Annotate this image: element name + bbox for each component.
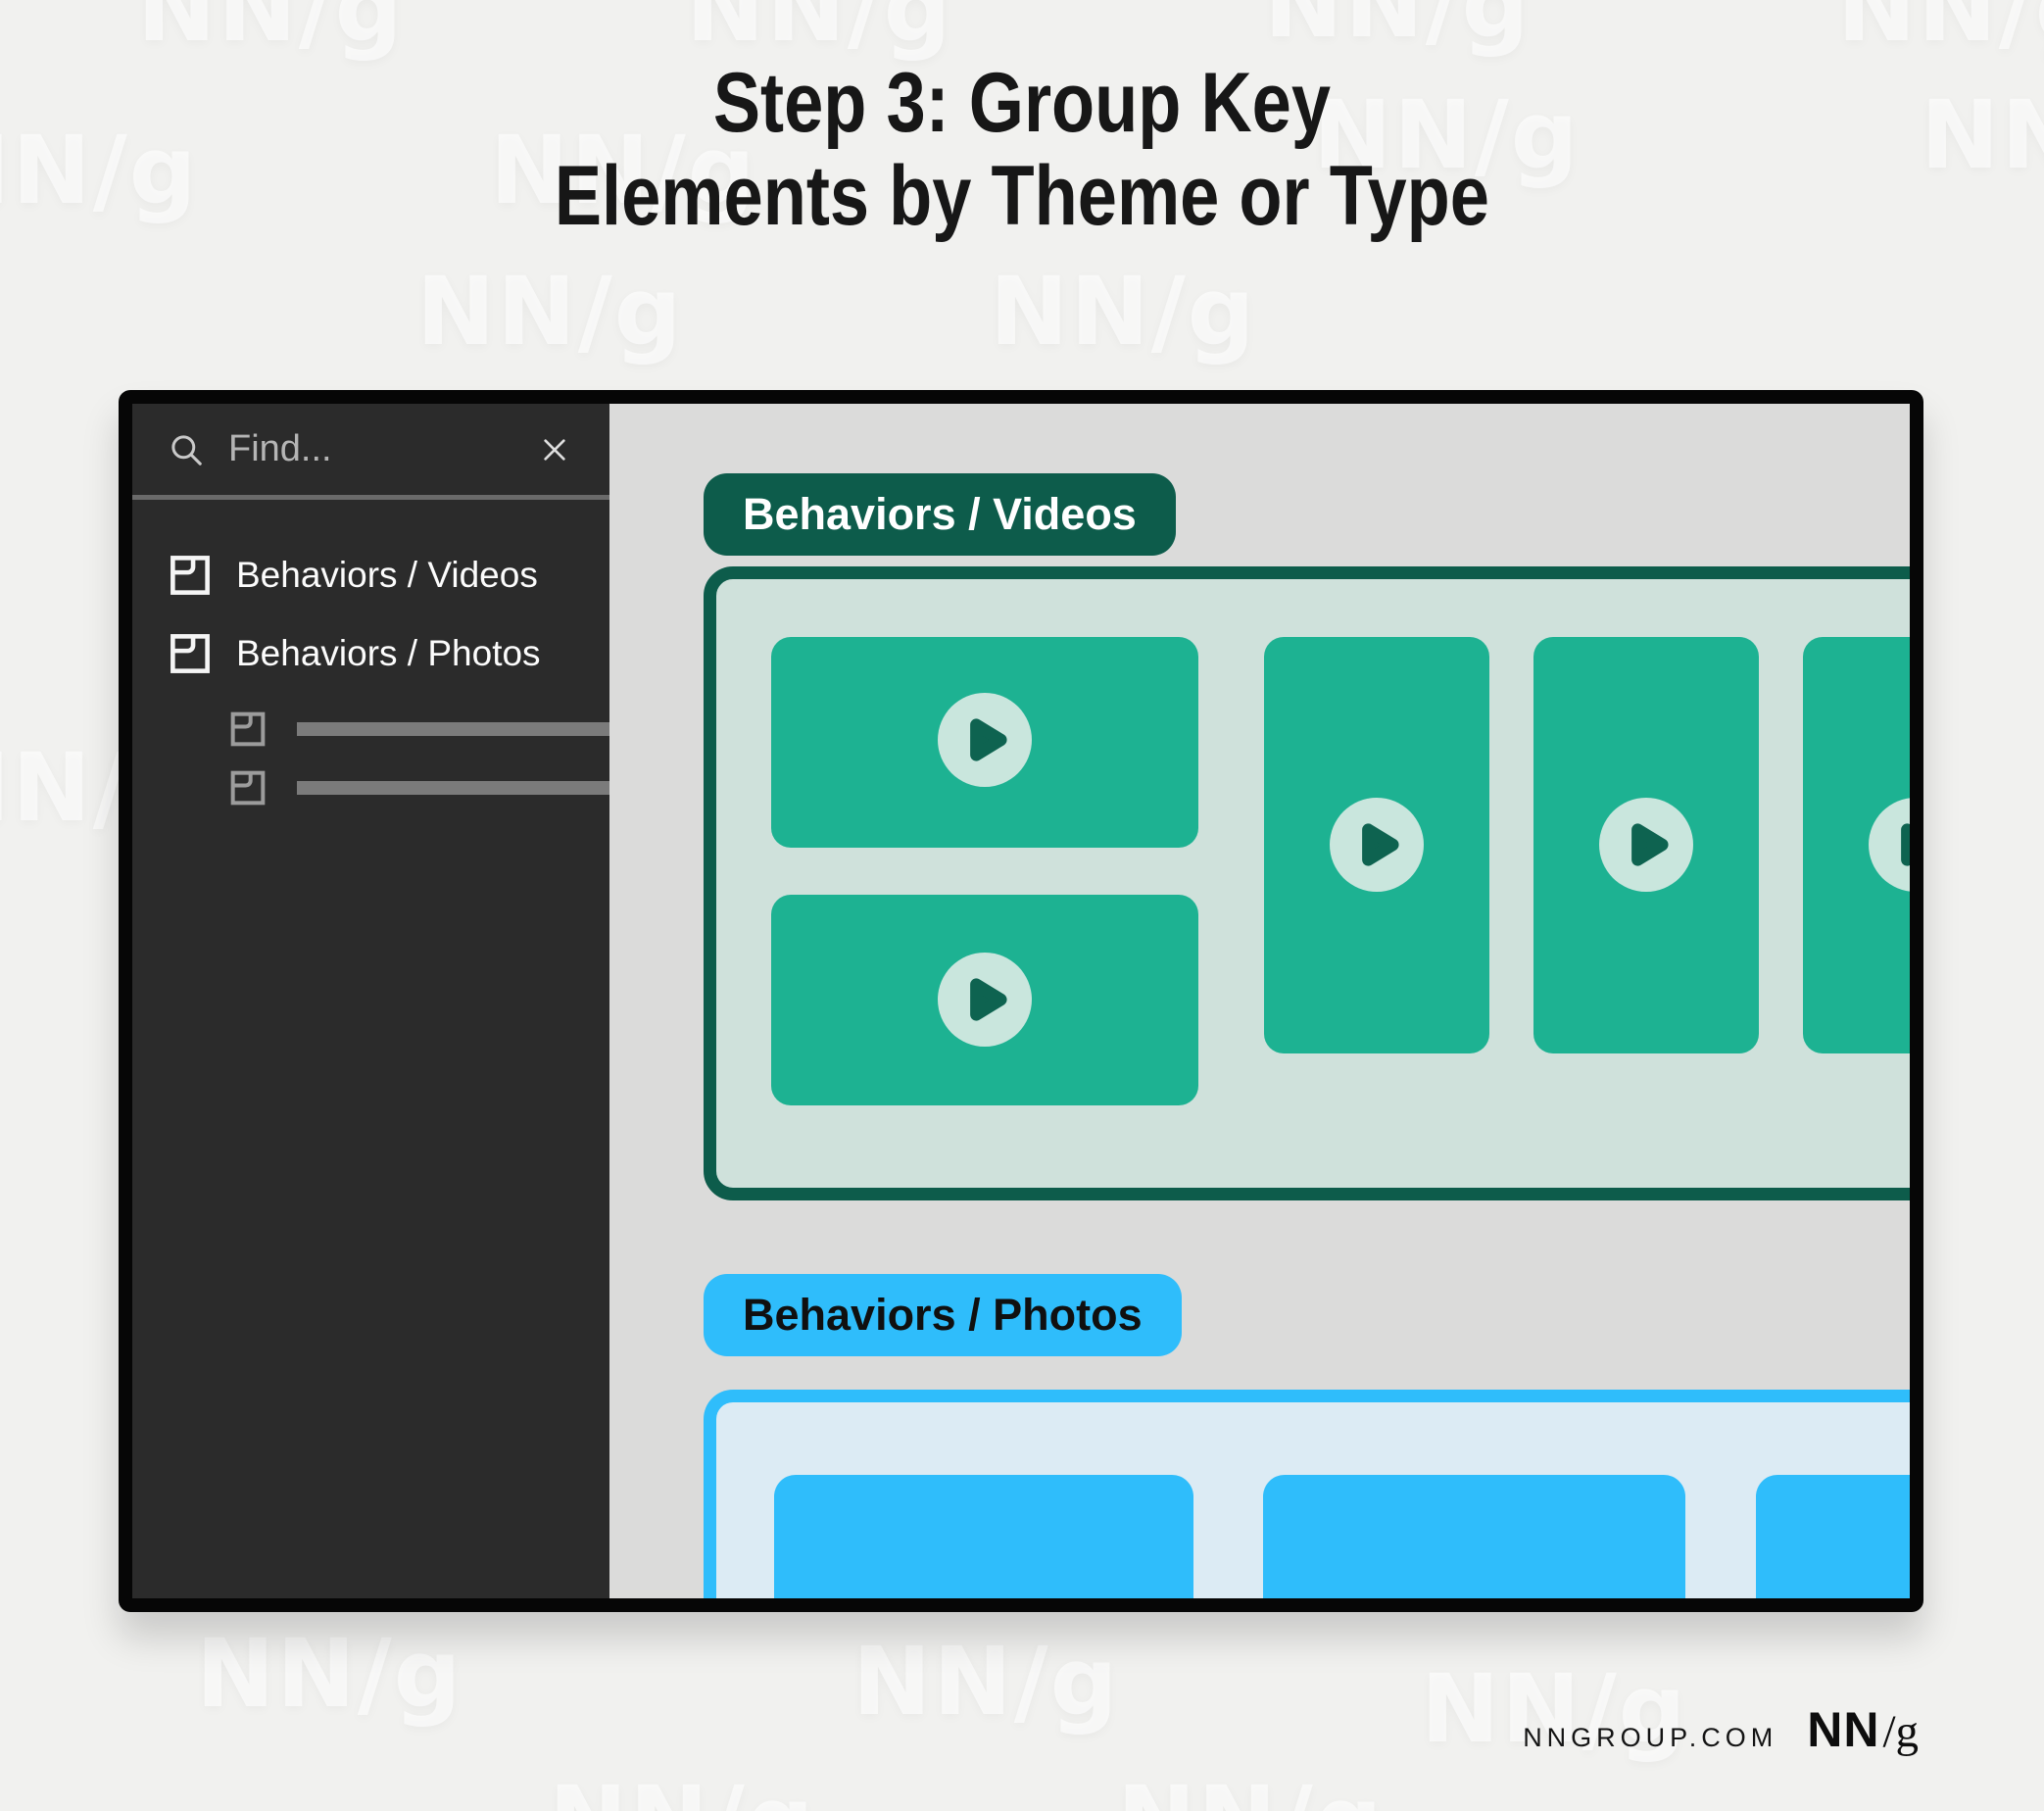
sidebar-item-behaviors-photos[interactable]: Behaviors / Photos — [168, 623, 609, 684]
nng-watermark: NN/g — [1264, 0, 1532, 59]
section-icon — [170, 556, 210, 595]
search-row[interactable]: Find... — [132, 404, 609, 495]
close-icon[interactable] — [539, 434, 570, 465]
nng-watermark: NN/g — [137, 0, 405, 63]
nng-watermark: NN/g — [0, 116, 199, 225]
footer-branding: NNGROUP.COM NN /g — [1523, 1701, 1919, 1758]
photo-card[interactable] — [1756, 1475, 1910, 1598]
sidebar: Find... Behaviors / Videos — [132, 404, 609, 1598]
section-icon — [230, 711, 266, 747]
sidebar-divider — [132, 495, 609, 500]
nng-logo-slash-g: /g — [1882, 1706, 1919, 1757]
nng-watermark: NN/g — [416, 257, 684, 367]
page-title-line1: Step 3: Group Key — [712, 56, 1332, 150]
canvas: Behaviors / Videos — [609, 404, 1910, 1598]
videos-section-label[interactable]: Behaviors / Videos — [704, 473, 1176, 556]
play-icon[interactable] — [1599, 798, 1693, 892]
sidebar-item-label: Behaviors / Photos — [236, 633, 541, 673]
nng-watermark: NN/g — [852, 1627, 1120, 1737]
sidebar-item-label: Behaviors / Videos — [236, 555, 538, 595]
nng-watermark: NN/g — [1921, 80, 2044, 190]
nngroup-site-text: NNGROUP.COM — [1523, 1723, 1778, 1752]
play-icon[interactable] — [938, 953, 1032, 1047]
section-icon — [170, 634, 210, 673]
nng-logo: NN — [1807, 1702, 1880, 1757]
photo-card[interactable] — [1263, 1475, 1685, 1598]
list-item-placeholder-bar — [297, 781, 609, 795]
nng-watermark: NN/g — [1837, 0, 2044, 63]
nng-watermark: NN/g — [1313, 80, 1581, 190]
nng-watermark: NN/g — [990, 257, 1257, 367]
list-item-placeholder-bar — [297, 722, 609, 736]
search-input[interactable]: Find... — [228, 428, 332, 469]
figjam-window: Find... Behaviors / Videos — [119, 390, 1923, 1612]
sidebar-subitem-placeholder[interactable] — [228, 760, 609, 815]
play-icon[interactable] — [1869, 798, 1910, 892]
photos-section-label[interactable]: Behaviors / Photos — [704, 1274, 1182, 1356]
search-results-list: Behaviors / Videos Behaviors / Photos — [132, 500, 609, 819]
nng-watermark: NN/g — [686, 0, 953, 63]
window-content: Find... Behaviors / Videos — [132, 404, 1910, 1598]
nng-watermark: NN/g — [196, 1619, 463, 1729]
sidebar-item-behaviors-videos[interactable]: Behaviors / Videos — [168, 545, 609, 606]
section-icon — [230, 770, 266, 806]
page-title-line2: Elements by Theme or Type — [554, 149, 1490, 243]
nng-watermark: NN/g — [549, 1766, 815, 1811]
search-icon — [171, 434, 202, 465]
sidebar-subitem-placeholder[interactable] — [228, 702, 609, 757]
nng-watermark: NN/g — [1117, 1766, 1384, 1811]
page-title: Step 3: Group Key Elements by Theme or T… — [0, 57, 2044, 243]
play-icon[interactable] — [938, 693, 1032, 787]
nng-watermark: NN/g — [490, 116, 757, 225]
photo-card[interactable] — [774, 1475, 1193, 1598]
nng-watermark: NN/g — [1421, 1654, 1688, 1764]
play-icon[interactable] — [1330, 798, 1424, 892]
